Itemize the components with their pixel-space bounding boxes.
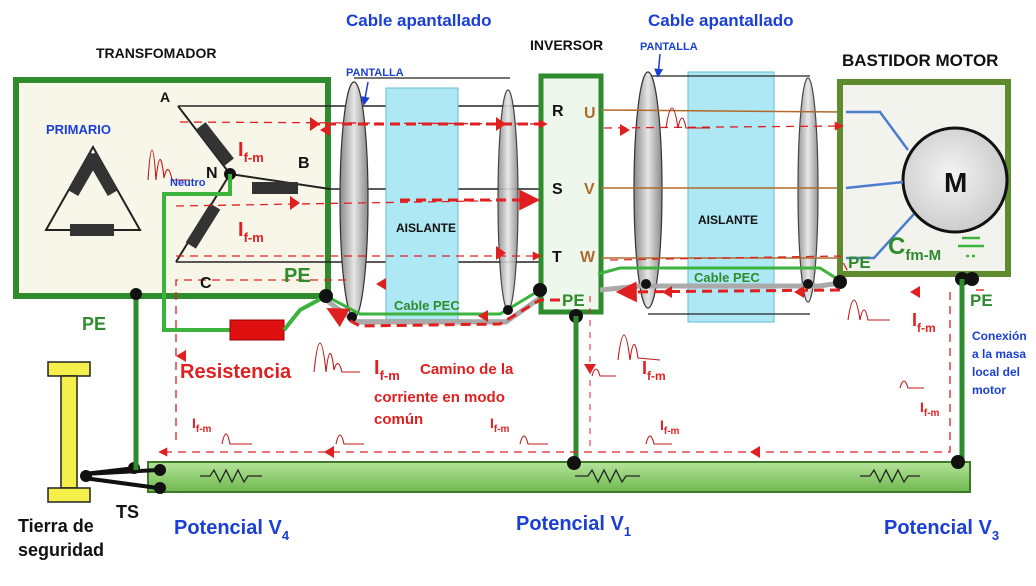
pec-label-2: Cable PEC	[694, 270, 760, 285]
resistor-icon	[229, 319, 285, 341]
motor-icon	[845, 110, 1009, 260]
cable1-title: Cable apantallado	[346, 11, 491, 30]
motor-local-conn-1: Conexión	[972, 329, 1027, 343]
pe-motor-b-label: PE	[970, 291, 993, 310]
cable2-title: Cable apantallado	[648, 11, 793, 30]
inverter-r-label: R	[552, 103, 564, 120]
insulation-label-1: AISLANTE	[396, 221, 456, 235]
potential-v1: Potencial V1	[516, 513, 631, 539]
pe-motor-a-label: PE	[848, 253, 871, 272]
current-label: If-m	[374, 357, 400, 383]
capacitor-icon	[958, 236, 984, 258]
cable1-shield-label: PANTALLA	[346, 67, 404, 79]
path-caption-1: Camino de la	[420, 361, 514, 378]
current-label: If-m	[238, 219, 264, 245]
path-caption-3: común	[374, 411, 423, 428]
neutral-n-label: N	[206, 165, 218, 182]
pe-transformer-label: PE	[284, 265, 311, 287]
ground-bar	[147, 461, 971, 493]
current-label: If-m	[920, 399, 940, 419]
current-label: If-m	[660, 417, 680, 437]
inverter-w-label: W	[580, 249, 596, 266]
neutral-label: Neutro	[170, 177, 206, 189]
current-label: If-m	[490, 415, 510, 435]
wye-winding-icon	[175, 105, 331, 263]
transformer-title: TRANSFOMADOR	[96, 45, 217, 61]
current-label: If-m	[192, 415, 212, 435]
phase-a-label: A	[160, 89, 170, 105]
phase-b-label: B	[298, 155, 310, 172]
current-label: If-m	[238, 139, 264, 165]
ground-rod-icon	[47, 361, 91, 503]
safety-ground-label-1: Tierra de	[18, 516, 94, 536]
motor-local-conn-3: local del	[972, 365, 1020, 379]
primary-label: PRIMARIO	[46, 122, 111, 137]
pe-inverter-label: PE	[562, 291, 585, 310]
motor-m-label: M	[944, 167, 967, 198]
pec-label-1: Cable PEC	[394, 298, 460, 313]
inverter-frame	[538, 73, 604, 315]
ground-resistor-icon	[200, 468, 920, 484]
capacitance-label: Cfm-M	[888, 233, 941, 264]
inverter-u-label: U	[584, 105, 596, 122]
potential-v4: Potencial V4	[174, 517, 290, 543]
safety-ground-label-2: seguridad	[18, 540, 104, 560]
phase-c-label: C	[200, 275, 212, 292]
current-label: If-m	[642, 358, 666, 383]
motor-frame-title: BASTIDOR MOTOR	[842, 51, 998, 70]
inverter-t-label: T	[552, 249, 562, 266]
current-path	[158, 119, 990, 457]
inverter-title: INVERSOR	[530, 37, 603, 53]
ts-label: TS	[116, 502, 139, 522]
motor-local-conn-4: motor	[972, 383, 1006, 397]
resistance-label: Resistencia	[180, 361, 292, 383]
insulation-label-2: AISLANTE	[698, 213, 758, 227]
current-pulse-icon	[147, 107, 924, 445]
inverter-s-label: S	[552, 181, 563, 198]
cable2-shield-label: PANTALLA	[640, 41, 698, 53]
inverter-v-label: V	[584, 181, 595, 198]
pe-left-label: PE	[82, 314, 106, 334]
potential-v3: Potencial V3	[884, 517, 999, 543]
motor-local-conn-2: a la masa	[972, 347, 1026, 361]
delta-winding-icon	[44, 144, 142, 236]
path-caption-2: corriente en modo	[374, 389, 505, 406]
current-label: If-m	[912, 310, 936, 335]
